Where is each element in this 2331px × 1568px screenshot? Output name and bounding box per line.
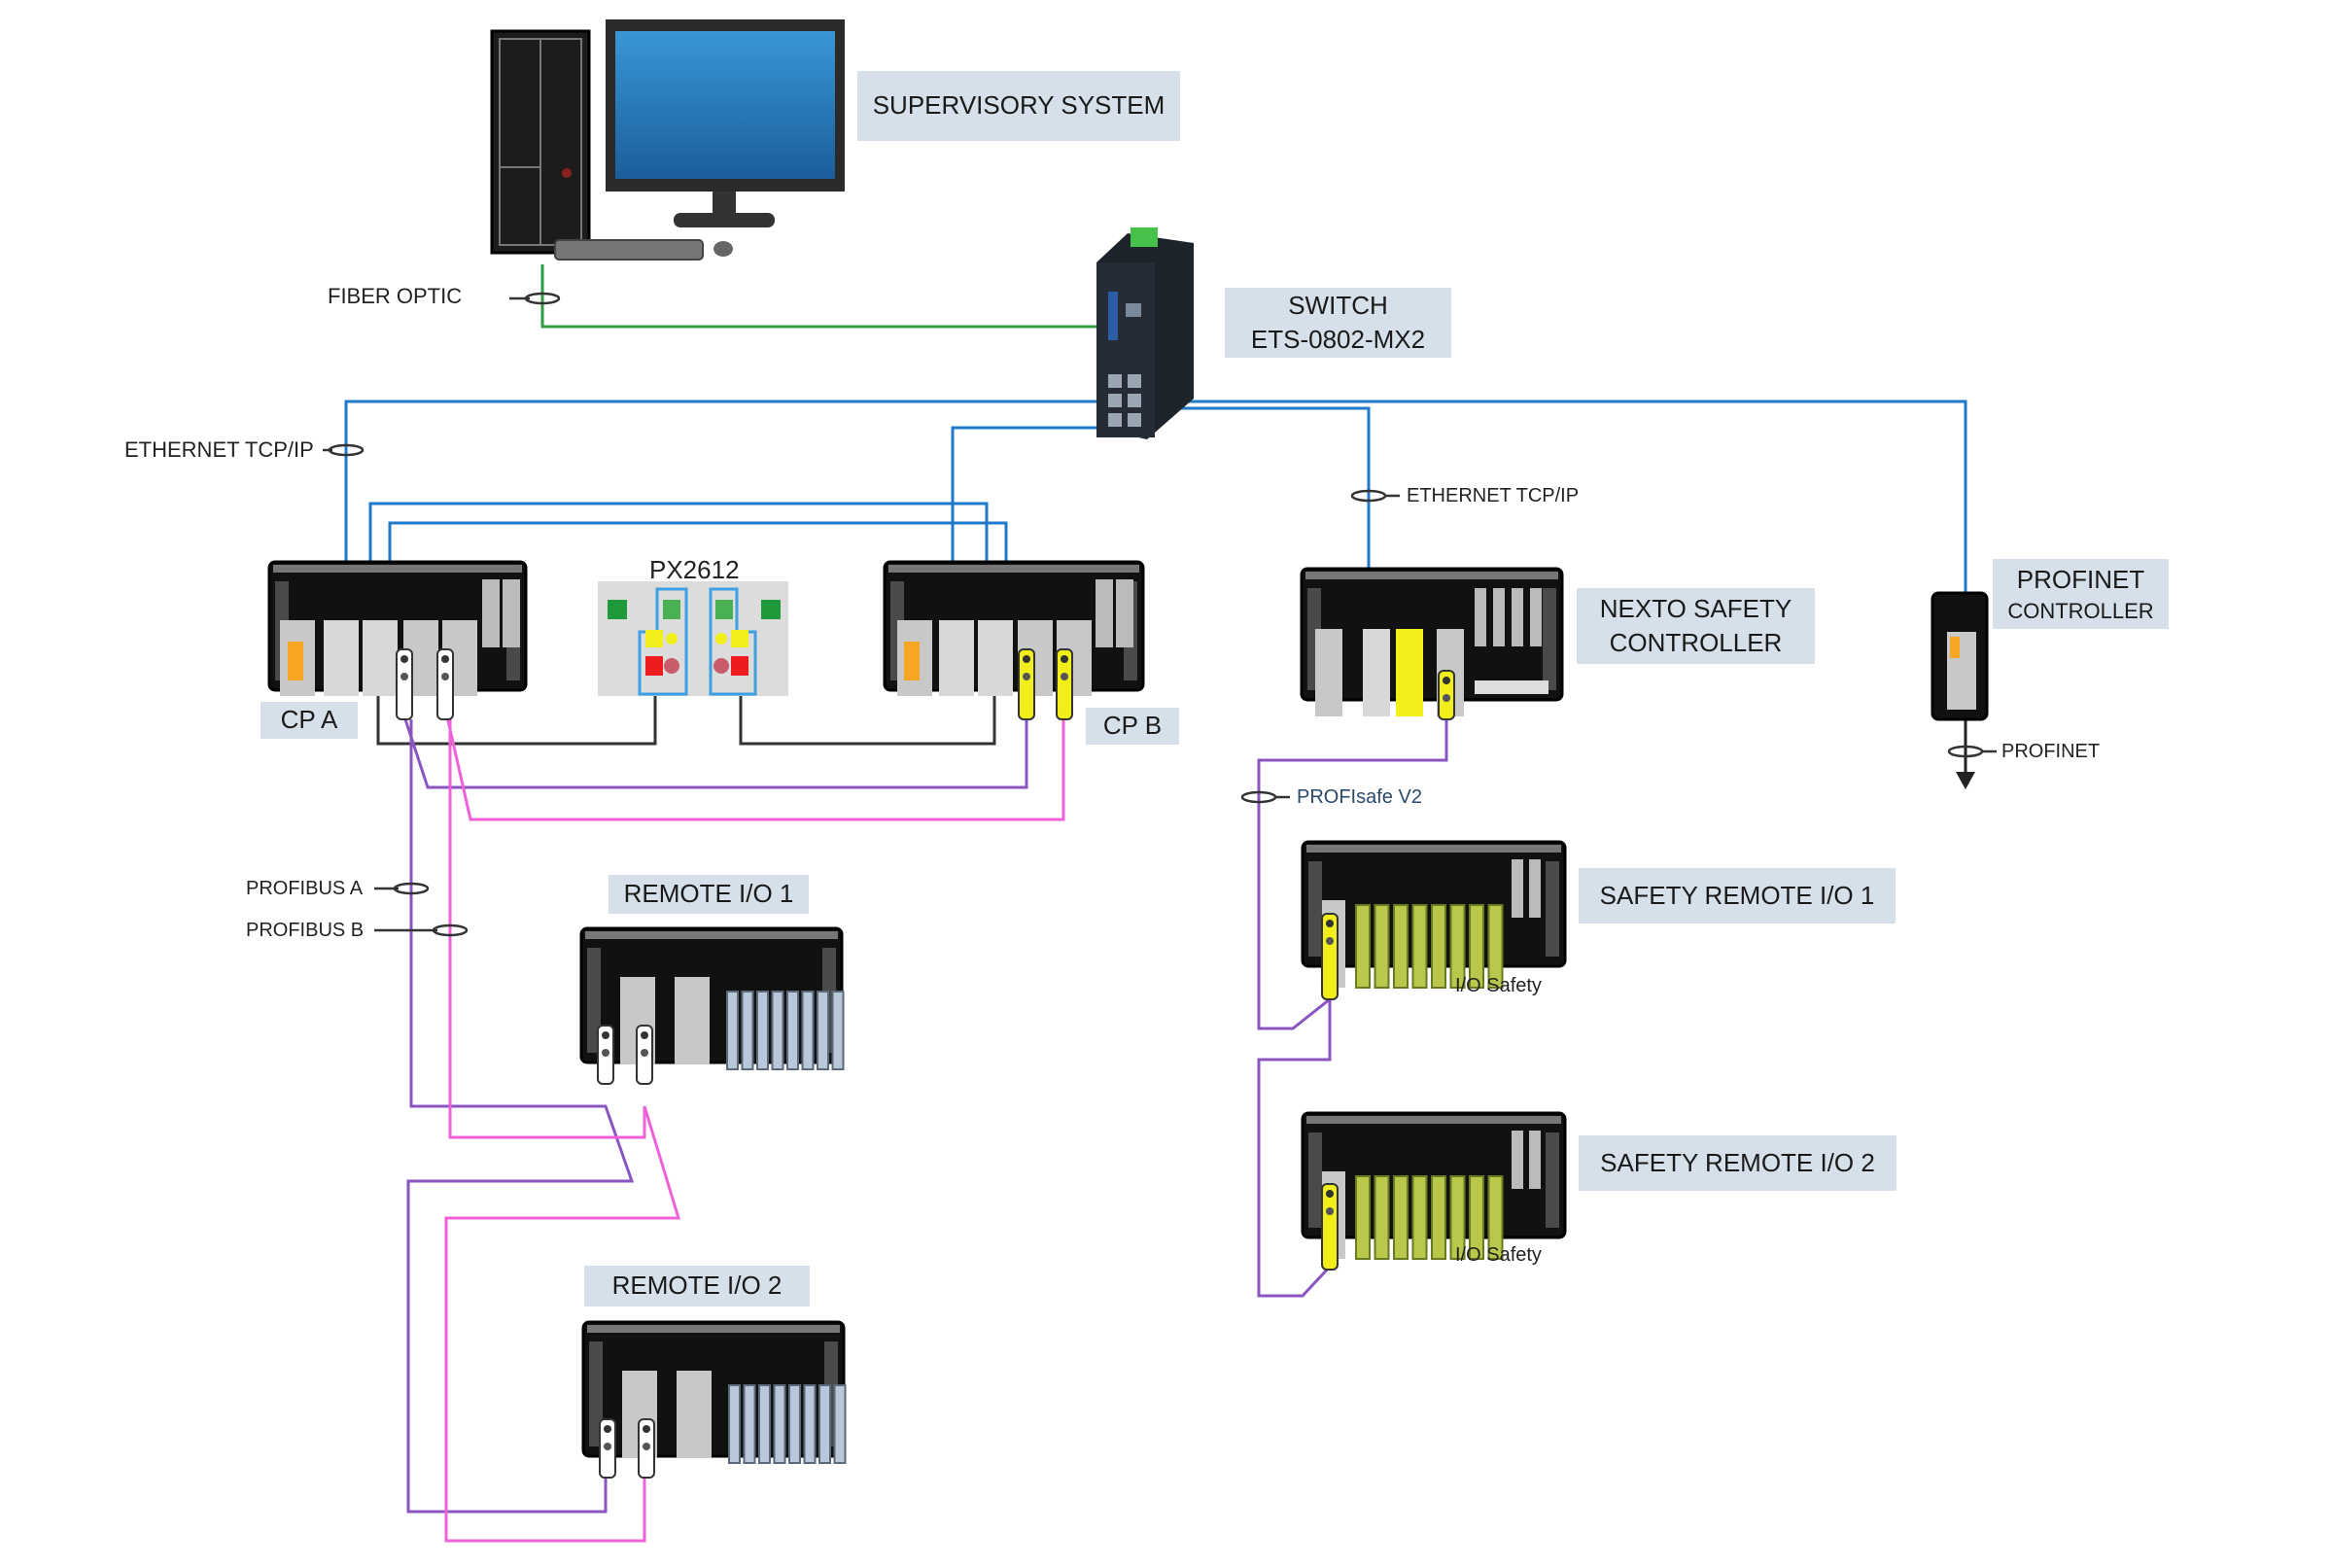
cp-a-label: CP A (261, 702, 358, 739)
ethernet-right-caption: ETHERNET TCP/IP (1407, 485, 1580, 506)
safety-remote-io-2-rack (1301, 1111, 1567, 1260)
cp-b-profibus-connector-a (1018, 648, 1035, 720)
switch-label-line1: SWITCH (1288, 290, 1388, 320)
remote-io-1-profibus-connector-a (597, 1025, 614, 1085)
pc-tower-icon (490, 29, 591, 255)
px2612-label: PX2612 (649, 555, 740, 584)
mouse-icon (713, 241, 733, 257)
remote-io-2-rack (581, 1320, 847, 1464)
profisafe-caption: PROFIsafe V2 (1297, 786, 1422, 808)
safety-remote-io-2-label: SAFETY REMOTE I/O 2 (1579, 1135, 1896, 1191)
sync-cable-cpa (376, 692, 657, 746)
sync-cable-cpb (739, 692, 996, 746)
ethernet-left-caption: ETHERNET TCP/IP (124, 437, 314, 462)
profinet-controller-line1: PROFINET (2016, 564, 2145, 594)
remote-io-1-label: REMOTE I/O 1 (609, 875, 809, 914)
remote-io-2-profibus-connector-b (638, 1418, 655, 1479)
remote-io-1-rack (579, 926, 845, 1070)
keyboard-icon (554, 239, 704, 261)
safety-remote-io-1-text: SAFETY REMOTE I/O 1 (1599, 880, 1875, 910)
ethernet-left-marker-icon (323, 443, 365, 457)
profibus-a-cable (406, 719, 635, 1514)
profisafe-marker-icon (1240, 790, 1290, 804)
profinet-arrow-icon (1956, 772, 1975, 789)
cp-a-profibus-connector-a (396, 648, 413, 720)
remote-io-2-label: REMOTE I/O 2 (584, 1266, 810, 1307)
cp-a-profibus-connector-b (436, 648, 454, 720)
safety-remote-io-2-profisafe-connector (1321, 1183, 1339, 1271)
ethernet-cable-cpa-cpb-2 (388, 521, 1008, 566)
safety-remote-io-1-profisafe-connector (1321, 913, 1339, 1000)
supervisory-system-label: SUPERVISORY SYSTEM (857, 71, 1180, 141)
supervisory-system-text: SUPERVISORY SYSTEM (872, 90, 1166, 121)
profibus-a-caption: PROFIBUS A (246, 878, 364, 899)
ethernet-cable-cpa-cpb-1 (368, 502, 989, 566)
profinet-controller-label: PROFINET CONTROLLER (1993, 559, 2169, 629)
profibus-b-cable (444, 719, 681, 1543)
profibus-b-cable-cpb (445, 715, 1065, 821)
profinet-caption: PROFINET (2001, 741, 2101, 762)
cp-b-label: CP B (1086, 708, 1179, 745)
switch-label: SWITCH ETS-0802-MX2 (1225, 288, 1451, 358)
cp-b-text: CP B (1102, 711, 1163, 741)
cp-a-text: CP A (280, 705, 338, 735)
nexto-safety-controller-rack (1300, 567, 1564, 716)
fiber-optic-cable (540, 264, 1098, 329)
safety-remote-io-2-text: SAFETY REMOTE I/O 2 (1600, 1147, 1875, 1177)
remote-io-1-profibus-connector-b (636, 1025, 653, 1085)
monitor-icon (606, 19, 845, 227)
profinet-controller-line2: CONTROLLER (2007, 598, 2154, 623)
io-safety-2-caption: I/O Safety (1455, 1244, 1542, 1266)
io-safety-1-caption: I/O Safety (1455, 975, 1542, 996)
safety-remote-io-1-rack (1301, 840, 1567, 989)
profibus-b-marker-icon (374, 923, 469, 937)
ethernet-right-marker-icon (1350, 489, 1400, 503)
ethernet-cable-profinet-ctrl (1181, 400, 1967, 593)
fiber-optic-caption: FIBER OPTIC (328, 284, 463, 308)
profibus-b-caption: PROFIBUS B (246, 920, 365, 941)
remote-io-1-text: REMOTE I/O 1 (623, 879, 794, 909)
ethernet-cable-nexto (1166, 406, 1371, 575)
profinet-marker-icon (1947, 745, 1997, 758)
nexto-safety-controller-label: NEXTO SAFETY CONTROLLER (1577, 588, 1815, 664)
ethernet-cable-cpa (344, 400, 1103, 566)
nexto-label-line2: CONTROLLER (1609, 628, 1783, 657)
nexto-profisafe-connector (1438, 670, 1455, 720)
px2612-panel (598, 581, 788, 696)
profibus-a-cable-cpa (402, 715, 1028, 789)
cp-b-profibus-connector-b (1056, 648, 1073, 720)
safety-remote-io-1-label: SAFETY REMOTE I/O 1 (1579, 868, 1896, 923)
cp-b-controller-rack (883, 560, 1145, 696)
switch-label-line2: ETS-0802-MX2 (1250, 325, 1426, 354)
remote-io-2-text: REMOTE I/O 2 (611, 1271, 783, 1301)
profibus-a-marker-icon (374, 882, 430, 895)
profinet-controller-device (1931, 591, 1989, 721)
ethernet-cable-cpb (951, 426, 1108, 566)
switch-device-icon (1096, 227, 1194, 439)
remote-io-2-profibus-connector-a (599, 1418, 616, 1479)
nexto-label-line1: NEXTO SAFETY (1599, 593, 1792, 623)
fiber-marker-icon (509, 292, 561, 305)
